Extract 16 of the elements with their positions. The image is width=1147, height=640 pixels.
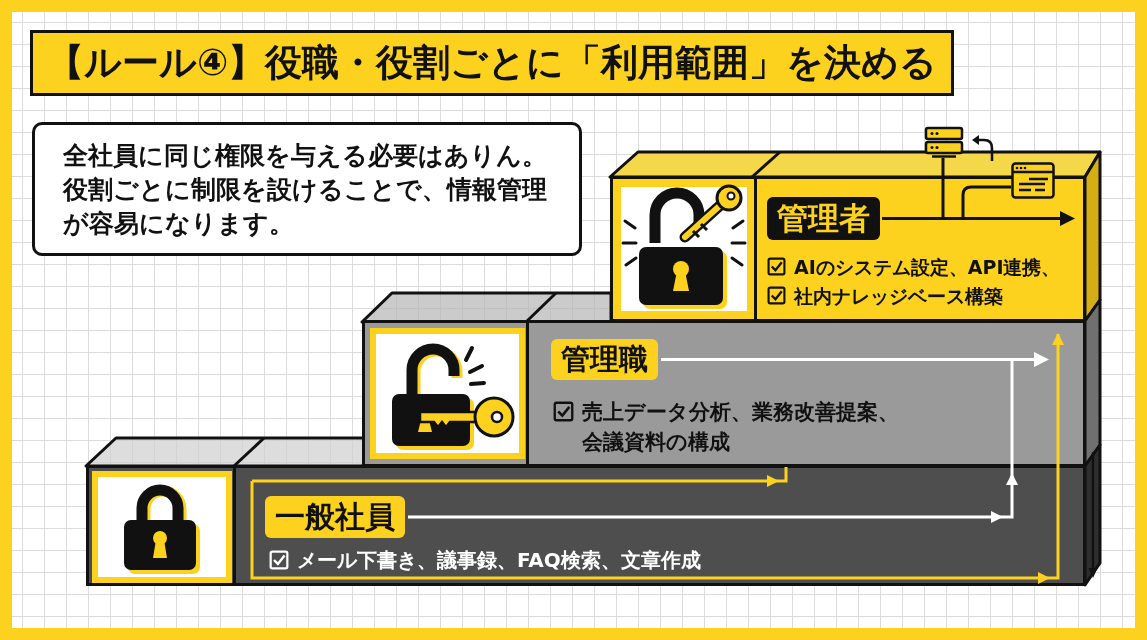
role-label: 一般社員 [265, 496, 405, 538]
arrow [408, 359, 1018, 523]
title-banner: 【ルール④】役職・役割ごとに「利用範囲」を決める [30, 30, 955, 96]
arrow [252, 467, 788, 487]
tier-block [610, 176, 1086, 322]
permission-text: AIのシステム設定、API連携、 [794, 255, 1061, 280]
permission-text: 売上データ分析、業務改善提案、会議資料の構成 [582, 399, 900, 456]
note-box [32, 122, 582, 256]
role-label: 管理職 [551, 339, 658, 380]
role-label: 管理者 [767, 197, 880, 240]
tier-block [362, 320, 1086, 467]
note-text: 全社員に同じ権限を与える必要はありん。役割ごとに制限を設けることで、情報管理が容易になります。 [63, 140, 548, 240]
permission-text: メール下書き、議事録、FAQ検索、文章作成 [297, 547, 701, 574]
tier-block [86, 465, 1086, 586]
permission-text: 社内ナレッジベース構築 [794, 284, 1003, 309]
arrow [250, 333, 1064, 584]
